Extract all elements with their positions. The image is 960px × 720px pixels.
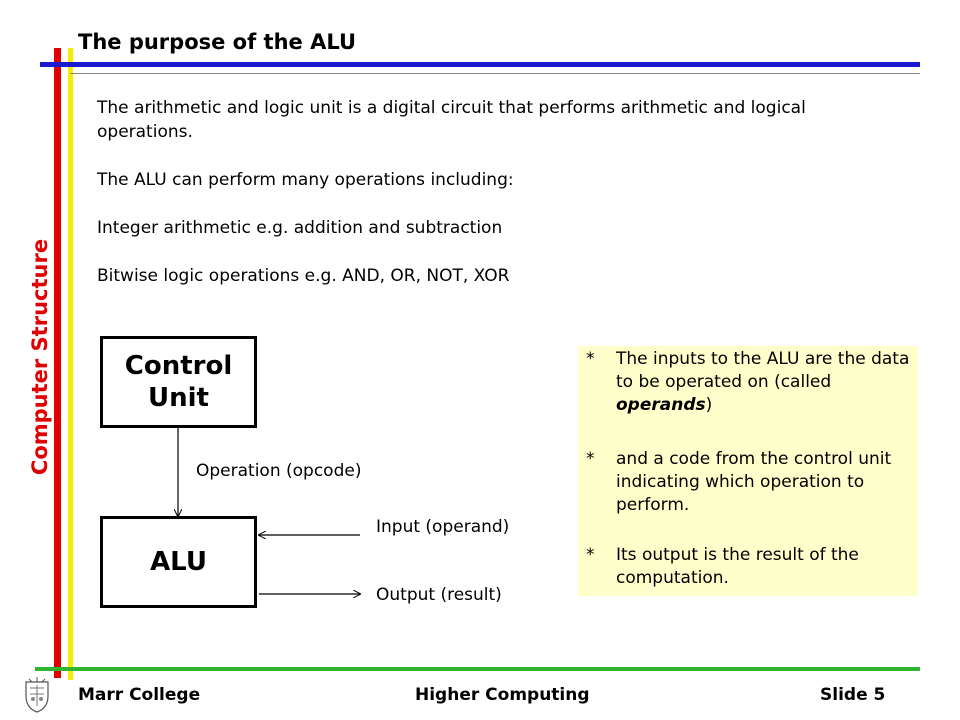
green-footer-rule xyxy=(35,667,920,671)
yellow-vertical-bar xyxy=(68,48,73,680)
notes-box: * The inputs to the ALU are the data to … xyxy=(578,346,918,596)
control-unit-box: Control Unit xyxy=(100,336,257,428)
intro-paragraph: The arithmetic and logic unit is a digit… xyxy=(97,98,806,142)
note-inputs-text: The inputs to the ALU are the data to be… xyxy=(616,349,910,392)
operations-paragraph: The ALU can perform many operations incl… xyxy=(97,170,514,190)
operands-emphasis: operands xyxy=(616,395,706,415)
note-control-code-text: and a code from the control unit indicat… xyxy=(616,449,892,515)
arithmetic-paragraph: Integer arithmetic e.g. addition and sub… xyxy=(97,218,503,238)
slide-title: The purpose of the ALU xyxy=(78,30,357,54)
grey-header-rule xyxy=(70,73,920,74)
footer-course-name: Higher Computing xyxy=(415,685,590,705)
output-label: Output (result) xyxy=(376,585,502,605)
school-crest-icon xyxy=(25,677,49,713)
logic-paragraph: Bitwise logic operations e.g. AND, OR, N… xyxy=(97,266,510,286)
red-vertical-bar xyxy=(54,48,61,678)
note-bullet: * xyxy=(586,449,595,469)
alu-label: ALU xyxy=(150,547,207,577)
note-bullet: * xyxy=(586,545,595,565)
alu-box: ALU xyxy=(100,516,257,608)
footer-school-name: Marr College xyxy=(78,685,201,705)
note-inputs-close: ) xyxy=(705,395,713,415)
note-output-text: Its output is the result of the computat… xyxy=(616,545,859,588)
footer-slide-number: Slide 5 xyxy=(820,685,886,705)
blue-header-rule xyxy=(40,62,920,67)
control-unit-label: Control Unit xyxy=(124,351,233,413)
note-bullet: * xyxy=(586,349,595,369)
input-label: Input (operand) xyxy=(376,517,510,537)
operation-label: Operation (opcode) xyxy=(196,461,362,481)
